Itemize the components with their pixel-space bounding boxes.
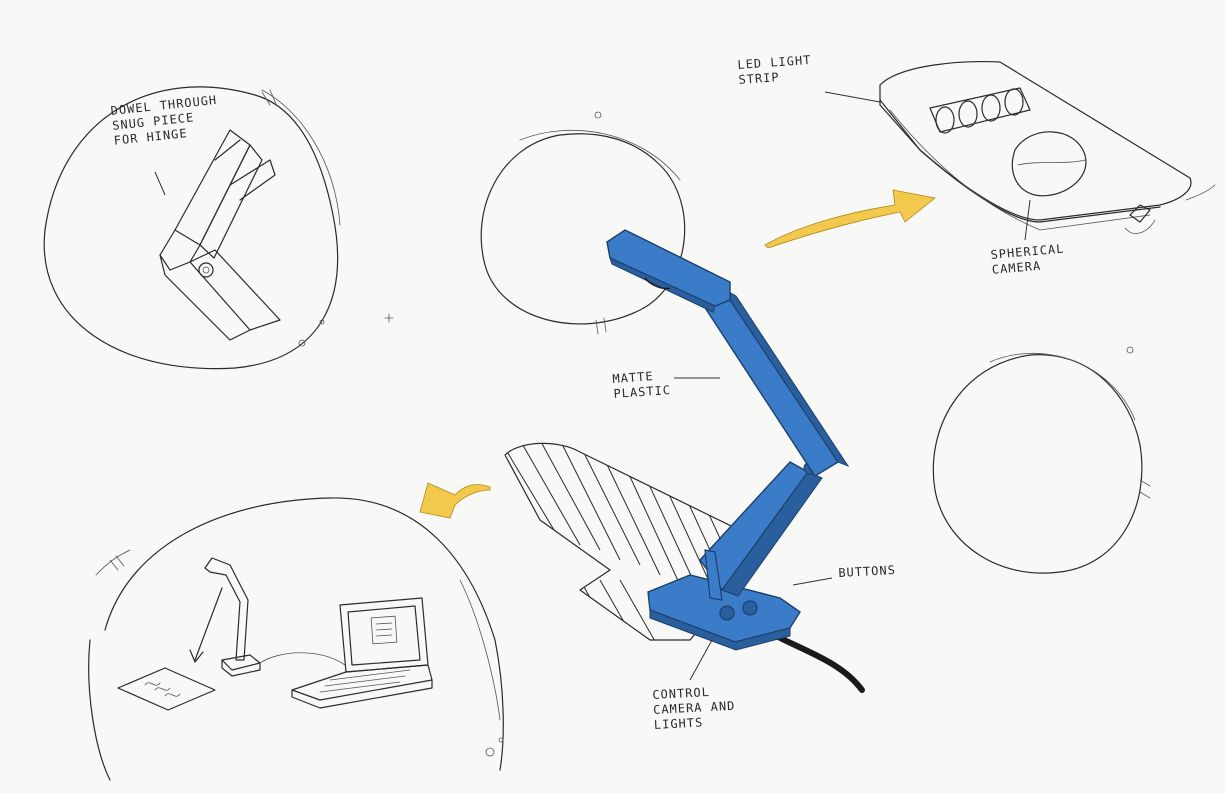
hinge-detail-sketch: [43, 86, 341, 370]
yellow-arrow-up-right: [764, 189, 936, 249]
desk-camera-lamp: [606, 229, 865, 693]
camera-head-detail-sketch: [824, 61, 1216, 241]
laptop-setup-sketch: [88, 497, 504, 781]
empty-circle-sketch-right: [932, 346, 1151, 574]
label-control-camera-lights: Control camera and lights: [652, 684, 736, 732]
label-spherical-camera: Spherical camera: [990, 241, 1065, 277]
yellow-arrow-left: [419, 482, 491, 519]
empty-circle-sketch-left: [298, 111, 686, 347]
label-led-light-strip: LED light strip: [737, 52, 812, 87]
label-buttons: Buttons: [838, 562, 897, 580]
label-matte-plastic: Matte plastic: [612, 369, 672, 401]
